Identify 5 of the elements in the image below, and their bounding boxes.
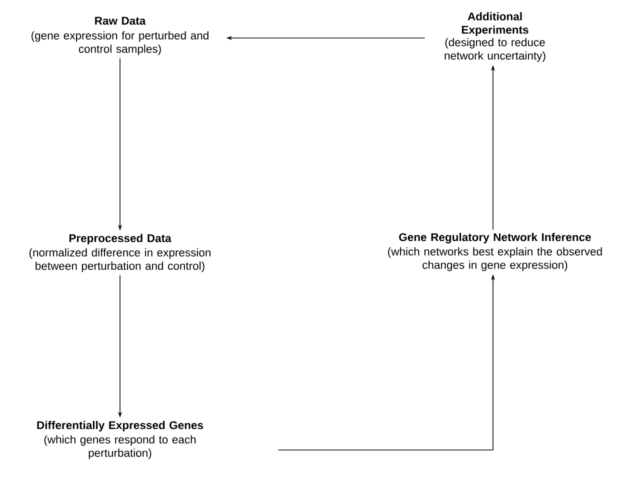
step-label: Additional Experiments (designed to reduce network uncertainty) xyxy=(444,12,546,62)
step-label: Preprocessed Data (normalized difference in expression between perturbation and control) xyxy=(29,234,210,272)
step-label: Gene Regulatory Network Inference (which networks best explain the observed changes in gene expression) xyxy=(388,232,602,272)
step-label: Raw Data (gene expression for perturbed and control samples) xyxy=(32,16,208,56)
step-label: Differentially Expressed Genes (which genes respond to each perturbation) xyxy=(37,420,204,460)
